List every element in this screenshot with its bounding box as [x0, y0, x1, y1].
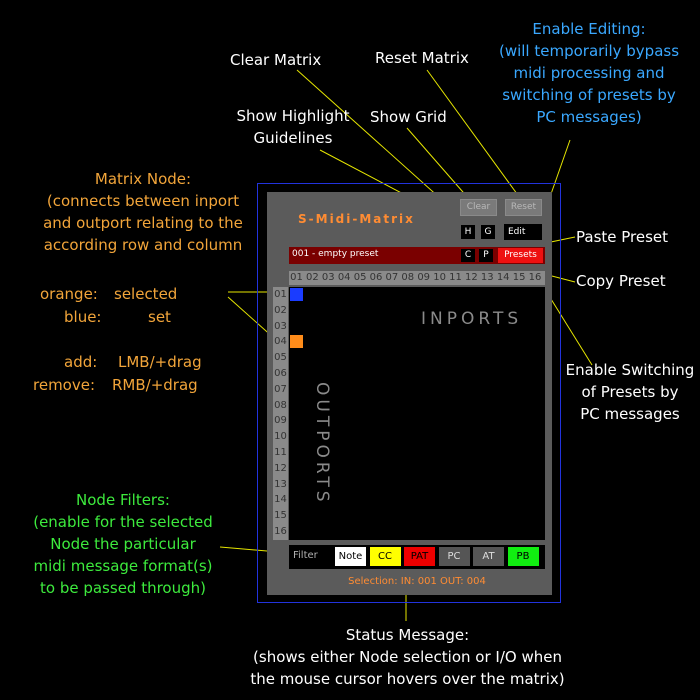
annotation-line: and outport relating to the	[43, 214, 243, 232]
annotation-line: Show Highlight	[236, 107, 350, 125]
column-number: 12	[465, 272, 478, 283]
annotation-line: of Presets by	[581, 383, 679, 401]
annotation-line: (connects between inport	[46, 192, 240, 210]
row-number: 14	[274, 494, 287, 506]
column-number: 04	[337, 272, 351, 283]
annotation-line: PC messages	[580, 405, 680, 423]
node-filters-annotation: Node Filters: (enable for the selected N…	[25, 489, 221, 599]
row-number: 12	[274, 462, 287, 474]
paste-preset-annotation: Paste Preset	[576, 228, 669, 246]
row-number: 13	[274, 478, 287, 490]
column-number: 01	[290, 272, 303, 283]
inports-label: INPORTS	[421, 309, 523, 329]
show-grid-annotation: Show Grid	[370, 108, 447, 126]
row-number: 05	[274, 352, 287, 364]
matrix-node-selected[interactable]	[290, 335, 303, 349]
row-number: 01	[274, 289, 287, 300]
annotation-line: Status Message:	[345, 626, 470, 644]
row-number: 09	[274, 415, 287, 427]
annotation-line: Enable Switching	[565, 361, 695, 379]
annotation-line: Enable Editing:	[532, 20, 646, 38]
clear-matrix-annotation: Clear Matrix	[230, 51, 322, 69]
status-message-annotation: Status Message: (shows either Node selec…	[245, 624, 570, 690]
presets-toggle[interactable]: Presets	[498, 248, 543, 263]
row-number: 08	[274, 399, 287, 411]
legend-add-label: add:	[64, 353, 98, 371]
annotation-line: (shows either Node selection or I/O when	[253, 648, 562, 666]
row-number: 07	[274, 383, 287, 395]
copy-preset-button[interactable]: C	[461, 249, 475, 262]
legend-blue-label: blue:	[64, 308, 102, 326]
plugin-title: S-Midi-Matrix	[298, 212, 415, 226]
column-number: 16	[528, 272, 542, 283]
filter-pat-button[interactable]: PAT	[404, 547, 435, 566]
filter-at-button[interactable]: AT	[473, 547, 504, 566]
annotation-line: PC messages)	[536, 108, 642, 126]
filter-cc-button[interactable]: CC	[369, 547, 401, 566]
filter-pc-button[interactable]: PC	[438, 547, 470, 566]
row-number: 03	[274, 320, 287, 332]
column-number: 14	[496, 272, 510, 283]
column-number: 02	[306, 272, 319, 283]
column-number: 11	[449, 272, 462, 283]
column-number: 03	[321, 272, 335, 283]
edit-toggle[interactable]: Edit	[504, 224, 542, 240]
copy-preset-annotation: Copy Preset	[576, 272, 666, 290]
routing-matrix[interactable]	[289, 287, 545, 540]
row-number: 15	[274, 510, 287, 522]
annotation-line: midi processing and	[513, 64, 665, 82]
preset-name[interactable]: 001 - empty preset	[292, 249, 379, 259]
row-number: 02	[274, 304, 287, 316]
row-number: 06	[274, 368, 287, 379]
enable-switching-annotation: Enable Switching of Presets by PC messag…	[560, 359, 700, 425]
reset-button[interactable]: Reset	[505, 199, 542, 216]
enable-editing-annotation: Enable Editing: (will temporarily bypass…	[494, 18, 684, 128]
annotation-line: the mouse cursor hovers over the matrix)	[250, 670, 565, 688]
annotation-line: Matrix Node:	[94, 170, 192, 188]
column-number: 10	[433, 272, 446, 283]
column-number: 13	[480, 272, 494, 283]
filter-label: Filter	[293, 550, 318, 561]
row-number: 10	[274, 431, 287, 443]
filter-note-button[interactable]: Note	[335, 547, 366, 566]
column-number: 09	[417, 272, 431, 283]
annotation-line: Node Filters:	[76, 491, 170, 509]
annotation-line: (enable for the selected	[33, 513, 213, 531]
legend-orange-label: orange:	[40, 285, 98, 303]
matrix-node-annotation: Matrix Node: (connects between inport an…	[28, 168, 258, 256]
status-message: Selection: IN: 001 OUT: 004	[348, 576, 486, 587]
column-header	[289, 271, 545, 285]
annotation-line: according row and column	[43, 236, 243, 254]
filter-pb-button[interactable]: PB	[507, 547, 539, 566]
matrix-node-set[interactable]	[290, 288, 303, 301]
column-number: 08	[401, 272, 415, 283]
legend-remove-value: RMB/+drag	[112, 376, 198, 394]
row-header	[273, 287, 288, 540]
legend-orange-value: selected	[114, 285, 178, 303]
outports-label: OUTPORTS	[312, 382, 332, 506]
reset-matrix-annotation: Reset Matrix	[375, 49, 469, 67]
row-number: 11	[274, 447, 287, 458]
column-number: 05	[353, 272, 367, 283]
annotation-line: (will temporarily bypass	[498, 42, 680, 60]
paste-preset-button[interactable]: P	[479, 249, 493, 262]
annotation-line: midi message format(s)	[33, 557, 213, 575]
legend-blue-value: set	[148, 308, 171, 326]
column-number: 06	[369, 272, 383, 283]
annotation-line: switching of presets by	[502, 86, 676, 104]
row-number: 16	[274, 526, 287, 537]
plugin-frame	[257, 183, 561, 603]
annotation-line: Guidelines	[253, 129, 333, 147]
row-number: 04	[274, 336, 287, 348]
show-highlight-annotation: Show Highlight Guidelines	[228, 105, 358, 149]
column-number: 15	[512, 272, 526, 283]
column-number: 07	[385, 272, 399, 283]
legend-remove-label: remove:	[33, 376, 96, 394]
highlight-toggle[interactable]: H	[461, 225, 475, 239]
annotation-line: to be passed through)	[40, 579, 206, 597]
legend-add-value: LMB/+drag	[118, 353, 202, 371]
annotation-line: Node the particular	[50, 535, 196, 553]
clear-button[interactable]: Clear	[460, 199, 497, 216]
grid-toggle[interactable]: G	[481, 225, 495, 239]
